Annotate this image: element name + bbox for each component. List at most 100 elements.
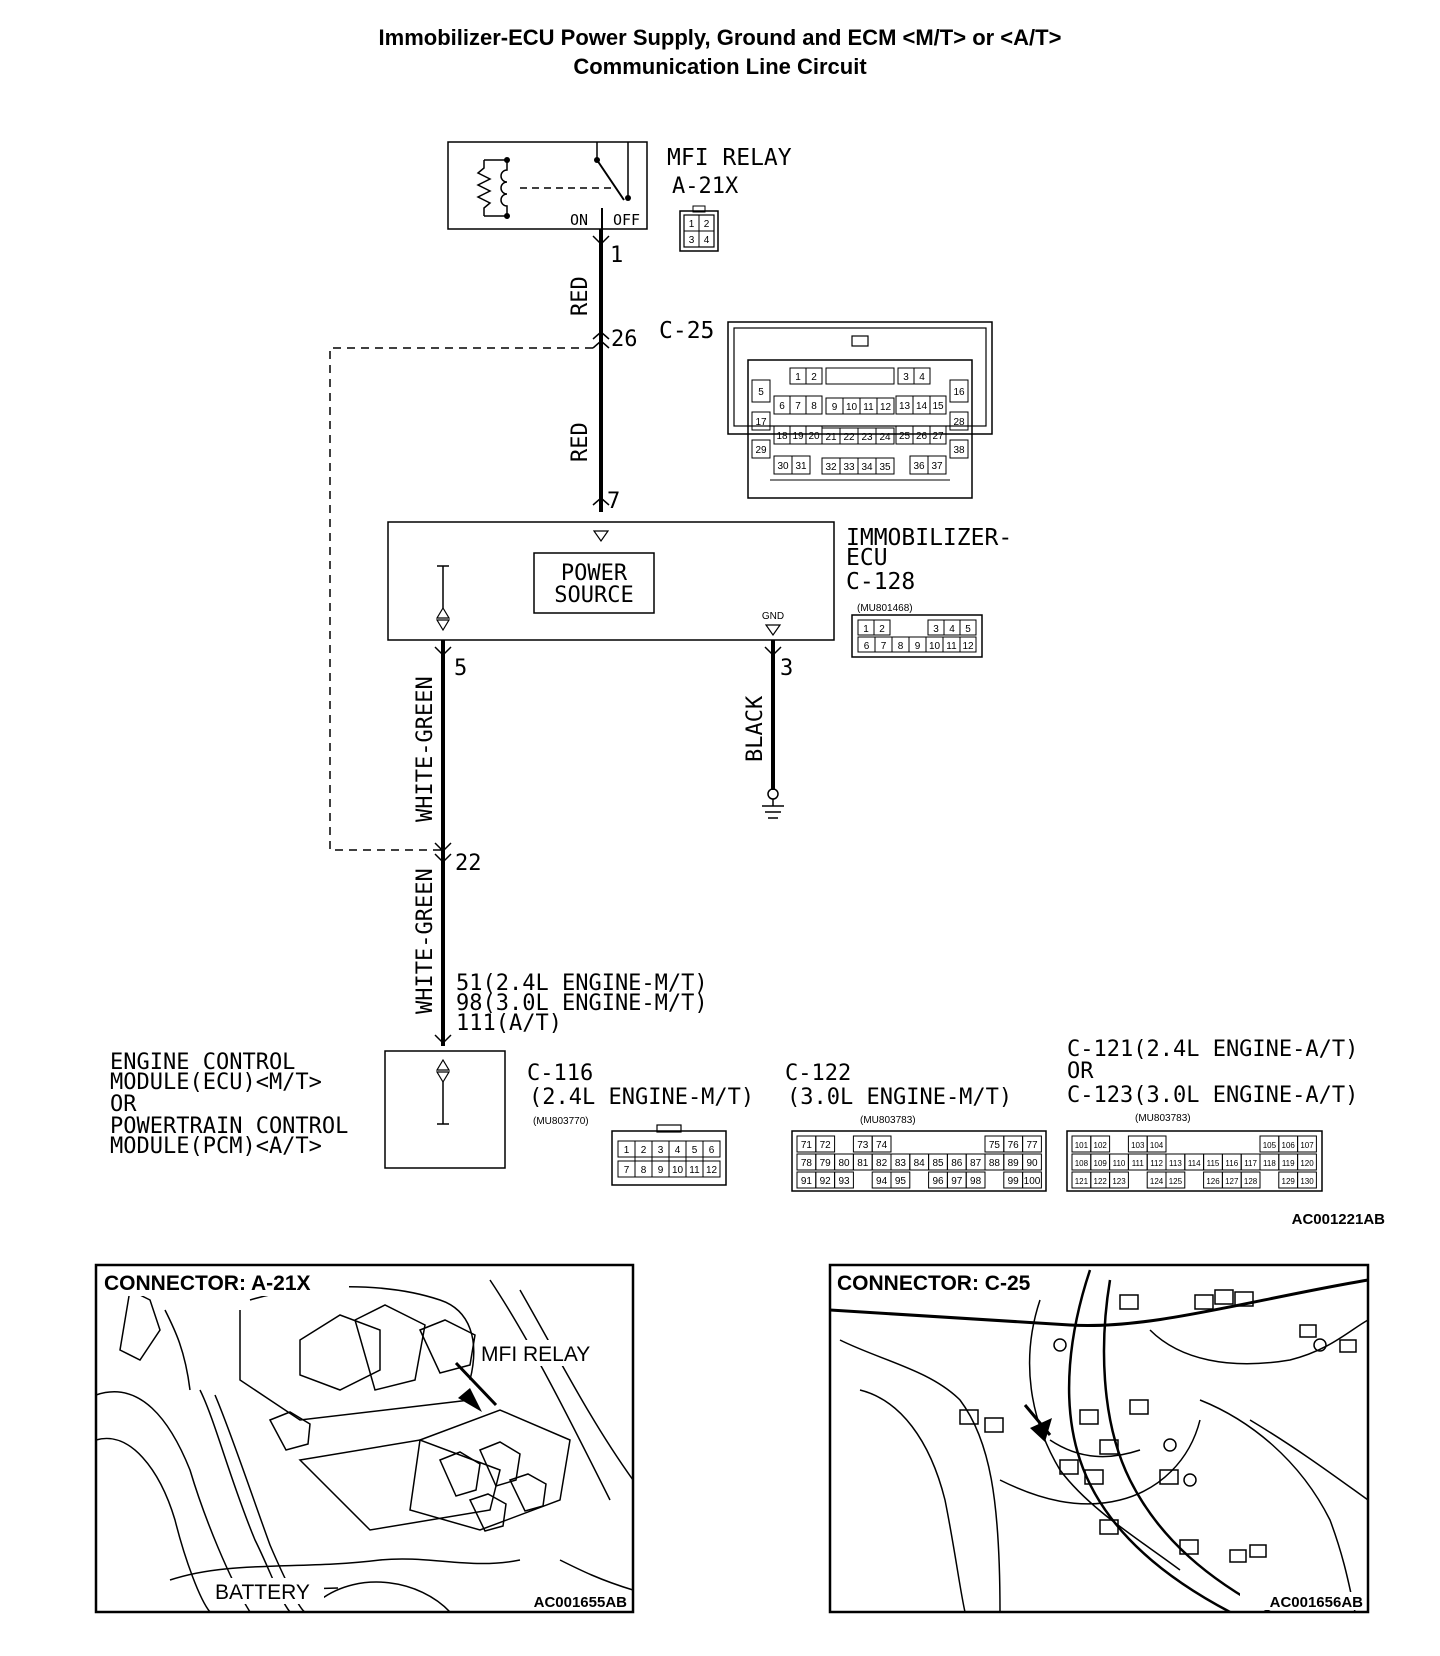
c122-pin-90: 90 [1026, 1158, 1038, 1169]
c25-pin-28: 28 [953, 417, 965, 428]
c121-pin-129: 129 [1282, 1177, 1296, 1186]
c121-pin-125: 125 [1169, 1177, 1183, 1186]
c121-pin-107-cell [1297, 1135, 1317, 1153]
c122-pin-82: 82 [876, 1158, 888, 1169]
immobilizer-pin-3: 3 [780, 656, 793, 681]
c25-pin-9: 9 [832, 402, 838, 413]
a21x-connector-icon: 1 2 3 4 [679, 205, 719, 252]
c116-engine-label: (2.4L ENGINE-M/T) [529, 1085, 754, 1110]
c122-pin-88: 88 [989, 1158, 1001, 1169]
c121-pin-117: 117 [1244, 1159, 1257, 1168]
panel-a21x-title: CONNECTOR: A-21X [104, 1272, 311, 1295]
c122-pin-77: 77 [1026, 1140, 1038, 1151]
black-wire-label: BLACK [743, 695, 768, 762]
c128-pin-1: 1 [863, 624, 869, 635]
c122-pin-72: 72 [820, 1140, 832, 1151]
c121-pin-101: 101 [1075, 1141, 1089, 1150]
c116-pin-2: 2 [641, 1145, 647, 1156]
c128-pin-11: 11 [946, 641, 957, 652]
c25-pin-7-cell: 7 [795, 401, 801, 412]
c25-pin-33: 33 [843, 462, 855, 473]
c121-pin-111: 111 [1132, 1159, 1145, 1168]
c116-pin-4: 4 [675, 1145, 681, 1156]
gnd-label: GND [762, 611, 784, 622]
c122-pin-86: 86 [951, 1158, 963, 1169]
c121-pin-124: 124 [1150, 1177, 1164, 1186]
c25-pin-1: 1 [795, 372, 801, 383]
c25-pin-31: 31 [795, 461, 807, 472]
c121-pin-123: 123 [1112, 1177, 1126, 1186]
mfi-relay-connector-id: A-21X [672, 174, 739, 199]
figure-id-c25: AC001656AB [1270, 1594, 1364, 1611]
white-green-wire [434, 640, 452, 1046]
c121-pin-110: 110 [1113, 1159, 1126, 1168]
c122-pin-74: 74 [876, 1140, 888, 1151]
ecm-label-line1: ENGINE CONTROL [110, 1050, 295, 1075]
c122-pin-79: 79 [820, 1158, 832, 1169]
c25-pin-14: 14 [916, 401, 928, 412]
c122-pin-75: 75 [989, 1140, 1001, 1151]
c116-pin-10: 10 [672, 1165, 684, 1176]
c116-pin-12: 12 [706, 1165, 718, 1176]
a21x-pin-1: 1 [689, 219, 695, 230]
c25-pin-2: 2 [811, 372, 817, 383]
black-ground-wire [762, 640, 784, 819]
c121-pin-108: 108 [1075, 1159, 1089, 1168]
c121-pin-120-cell [1297, 1153, 1317, 1171]
ecm-label-line5: MODULE(PCM)<A/T> [110, 1134, 322, 1159]
c122-pin-93-cell [834, 1171, 854, 1189]
power-source-line2: SOURCE [554, 583, 633, 608]
panel-c25-title: CONNECTOR: C-25 [837, 1272, 1031, 1295]
c128-connector-icon: 1 2 3 4 5 6 7 8 9 10 11 12 [851, 614, 983, 658]
callout-battery: BATTERY [215, 1581, 310, 1604]
c116-pin-6: 6 [709, 1145, 715, 1156]
c122-pin-96: 96 [932, 1176, 944, 1187]
c122-part-no: (MU803783) [860, 1115, 916, 1126]
c128-pin-12: 12 [962, 641, 974, 652]
c25-pin-7: 7 [607, 489, 620, 514]
c25-pin-16: 16 [953, 387, 965, 398]
c116-pin-7: 7 [624, 1165, 630, 1176]
c25-pin-37: 37 [931, 461, 943, 472]
mfi-relay: ON OFF [447, 141, 648, 230]
immobilizer-label-line2: ECU [846, 545, 888, 571]
figure-id-main: AC001221AB [1292, 1211, 1386, 1228]
c116-pin-3: 3 [658, 1145, 664, 1156]
c122-pin-74-cell [871, 1135, 892, 1153]
c121-pin-116: 116 [1225, 1159, 1238, 1168]
figure-id-a21x: AC001655AB [534, 1594, 628, 1611]
c128-pin-10: 10 [929, 641, 941, 652]
c122-pin-73: 73 [857, 1140, 869, 1151]
c25-pin-11: 11 [863, 402, 874, 413]
c122-pin-76: 76 [1008, 1140, 1020, 1151]
c25-pin-20: 20 [808, 431, 820, 442]
c25-pin-30: 30 [777, 461, 789, 472]
c122-pin-97: 97 [951, 1176, 963, 1187]
c122-pin-89: 89 [1008, 1158, 1020, 1169]
c123-connector-id: C-123(3.0L ENGINE-A/T) [1067, 1083, 1358, 1108]
c122-pin-90-cell [1022, 1153, 1042, 1171]
immobilizer-ecu [387, 521, 835, 641]
c121-pin-103: 103 [1131, 1141, 1145, 1150]
c121-pin-106: 106 [1282, 1141, 1296, 1150]
power-source-line1: POWER [561, 561, 628, 586]
c25-pin-26-cell: 26 [916, 431, 928, 442]
c121-pin-123-cell [1109, 1171, 1129, 1189]
c121-pin-125-cell [1165, 1171, 1186, 1189]
connector-c25-panel: CONNECTOR: C-25 AC001656AB [828, 1263, 1370, 1614]
c25-pin-8: 8 [811, 401, 817, 412]
relay-arrow-icon [458, 1388, 482, 1412]
c25-pin-36: 36 [913, 461, 925, 472]
c25-pin-27: 27 [932, 431, 944, 442]
c128-pin-5: 5 [965, 624, 971, 635]
c116-connector-id: C-116 [527, 1061, 593, 1086]
c116-pin-11: 11 [689, 1165, 700, 1176]
white-green-label-lower: WHITE-GREEN [413, 868, 438, 1014]
red-wire-label-lower: RED [568, 422, 593, 462]
c25-pin-26: 26 [611, 327, 638, 352]
c25-pin-18: 18 [776, 431, 788, 442]
immobilizer-label-line1: IMMOBILIZER- [846, 525, 1012, 551]
ecm-label-line3: OR [110, 1092, 137, 1117]
c25-pin-35: 35 [879, 462, 891, 473]
c121-pin-127: 127 [1225, 1177, 1239, 1186]
